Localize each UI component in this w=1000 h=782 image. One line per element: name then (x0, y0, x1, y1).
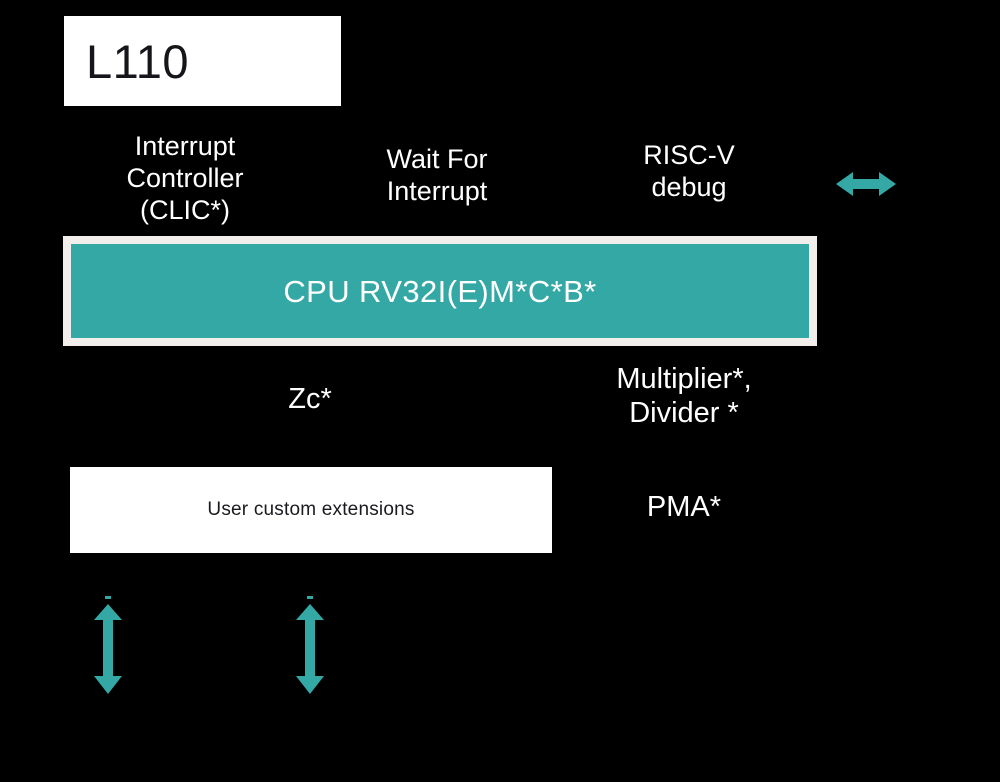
left-bus-bidirectional-arrow (92, 596, 124, 700)
title-card: L110 (64, 16, 341, 106)
label-wait-for-interrupt: Wait For Interrupt (386, 144, 488, 206)
right-bus-bidirectional-arrow (294, 596, 326, 700)
user-custom-extensions-label: User custom extensions (207, 499, 415, 520)
label-pma: PMA* (646, 491, 722, 523)
page-title: L110 (86, 34, 190, 88)
label-riscv-debug: RISC-V debug (643, 140, 735, 202)
cpu-core-fill: CPU RV32I(E)M*C*B* (71, 244, 809, 338)
cpu-core-label: CPU RV32I(E)M*C*B* (283, 273, 597, 309)
label-zc: Zc* (288, 383, 332, 415)
label-interrupt-controller: Interrupt Controller (CLIC*) (126, 131, 244, 225)
user-custom-extensions-block: User custom extensions (70, 467, 552, 553)
label-multiplier-divider: Multiplier*, Divider * (616, 363, 752, 430)
debug-bidirectional-arrow (836, 169, 896, 199)
cpu-core-block: CPU RV32I(E)M*C*B* (63, 236, 817, 346)
